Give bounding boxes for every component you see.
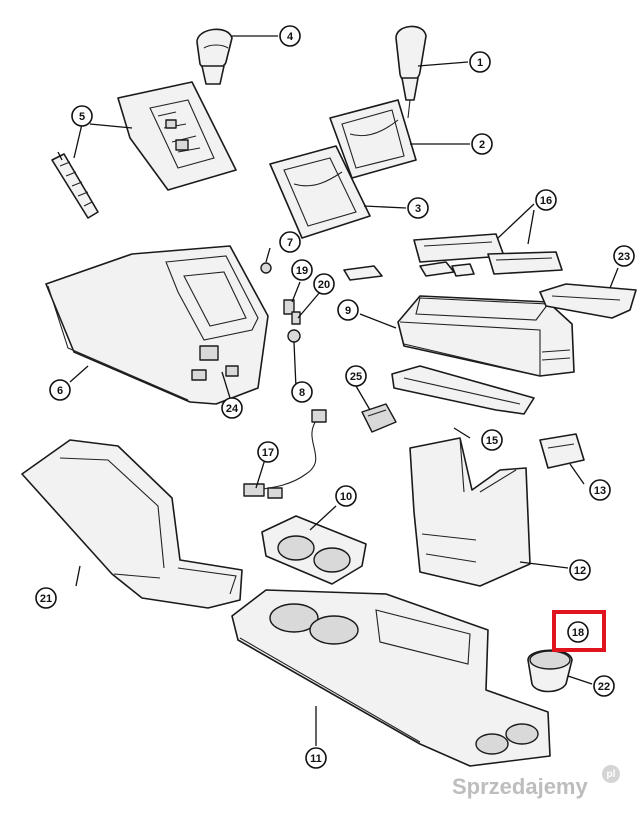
callout-1: 1 [469, 51, 491, 73]
part-wire-harness [243, 409, 327, 499]
svg-text:3: 3 [415, 203, 421, 215]
part-bracket [539, 433, 585, 469]
leader-lines [57, 35, 619, 746]
callout-16: 16 [535, 189, 557, 211]
watermark-brand: Sprzedajemy [452, 774, 588, 799]
svg-text:21: 21 [40, 593, 52, 605]
callout-11: 11 [305, 747, 327, 769]
callout-12: 12 [569, 559, 591, 581]
callout-23: 23 [613, 245, 635, 267]
part-switch-bits [343, 261, 475, 281]
part-console-base [21, 439, 243, 609]
svg-text:8: 8 [299, 387, 305, 399]
part-rail [391, 365, 535, 415]
part-main-console [231, 589, 551, 767]
part-switch [361, 403, 397, 433]
svg-text:5: 5 [79, 111, 85, 123]
svg-text:11: 11 [310, 753, 322, 765]
part-cup-insert [527, 649, 573, 693]
part-shift-knob-left [196, 28, 233, 85]
svg-text:16: 16 [540, 195, 552, 207]
svg-text:24: 24 [226, 403, 239, 415]
callout-24: 24 [221, 397, 243, 419]
svg-text:19: 19 [296, 265, 308, 277]
part-boot-frame [329, 99, 417, 179]
svg-text:25: 25 [350, 371, 362, 383]
highlight-box [552, 610, 606, 652]
part-console-lid [397, 295, 575, 377]
svg-text:22: 22 [598, 681, 610, 693]
callout-3: 3 [407, 197, 429, 219]
part-indicator-strip [51, 153, 99, 219]
watermark: Sprzedajemy pl [452, 765, 620, 799]
callout-17: 17 [257, 441, 279, 463]
part-small-fasteners [260, 262, 301, 343]
svg-text:9: 9 [345, 305, 351, 317]
callout-6: 6 [49, 379, 71, 401]
part-storage-bin [539, 283, 637, 319]
svg-text:2: 2 [479, 139, 485, 151]
part-shifter-bezel [117, 81, 237, 191]
svg-text:13: 13 [594, 485, 606, 497]
svg-text:20: 20 [318, 279, 330, 291]
svg-text:4: 4 [287, 31, 294, 43]
svg-text:15: 15 [486, 435, 498, 447]
callout-21: 21 [35, 587, 57, 609]
svg-text:23: 23 [618, 251, 630, 263]
part-console-frame [409, 437, 531, 587]
svg-text:6: 6 [57, 385, 63, 397]
callout-9: 9 [337, 299, 359, 321]
callout-2: 2 [471, 133, 493, 155]
svg-text:7: 7 [287, 237, 293, 249]
callout-8: 8 [291, 381, 313, 403]
callout-10: 10 [335, 485, 357, 507]
callout-18-highlighted: 18 [567, 621, 589, 643]
part-cup-holder-insert [261, 515, 367, 585]
callout-20: 20 [313, 273, 335, 295]
svg-text:12: 12 [574, 565, 586, 577]
callout-4: 4 [279, 25, 301, 47]
callout-13: 13 [589, 479, 611, 501]
svg-text:18: 18 [572, 627, 584, 639]
watermark-badge: pl [607, 769, 616, 780]
svg-text:1: 1 [477, 57, 483, 69]
callout-15: 15 [481, 429, 503, 451]
svg-text:10: 10 [340, 491, 352, 503]
watermark-badge-icon [602, 765, 620, 783]
callout-19: 19 [291, 259, 313, 281]
part-trays [413, 233, 563, 275]
callout-22: 22 [593, 675, 615, 697]
part-boot-bezel [269, 145, 371, 239]
part-console-housing [45, 245, 269, 405]
callout-5: 5 [71, 105, 93, 127]
callout-7: 7 [279, 231, 301, 253]
svg-text:17: 17 [262, 447, 274, 459]
callout-25: 25 [345, 365, 367, 387]
part-shift-knob-right [395, 25, 427, 119]
